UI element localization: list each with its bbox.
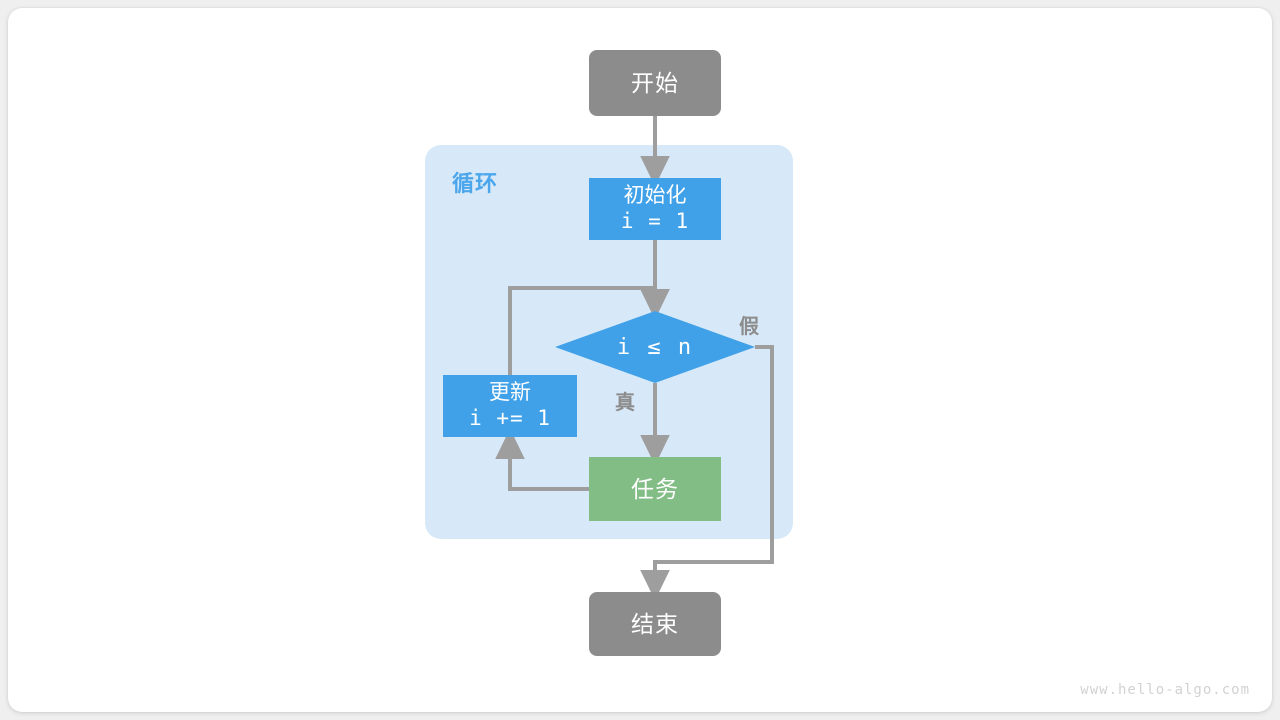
node-condition[interactable]: i ≤ n (555, 311, 755, 383)
node-condition-expression: i ≤ n (616, 334, 694, 360)
node-task[interactable]: 任务 (589, 457, 721, 521)
loop-group-label: 循环 (452, 171, 499, 196)
node-start-label: 开始 (631, 69, 679, 96)
edge-task-to-update (495, 428, 589, 491)
node-update-label: 更新 (489, 381, 531, 405)
node-update-expression: i += 1 (469, 406, 551, 430)
node-task-label: 任务 (631, 475, 679, 502)
node-end[interactable]: 结束 (589, 592, 721, 656)
node-initialize[interactable]: 初始化 i = 1 (589, 178, 721, 240)
node-start[interactable]: 开始 (589, 50, 721, 116)
node-end-label: 结束 (631, 610, 679, 637)
edge-update-to-condition (508, 286, 670, 375)
edge-label-false: 假 (739, 316, 759, 338)
node-initialize-expression: i = 1 (620, 209, 690, 233)
node-update[interactable]: 更新 i += 1 (443, 375, 577, 437)
node-initialize-label: 初始化 (623, 184, 687, 208)
watermark: www.hello-algo.com (1080, 682, 1250, 698)
edge-label-true: 真 (615, 392, 635, 414)
edge-condition-to-end (640, 345, 774, 601)
